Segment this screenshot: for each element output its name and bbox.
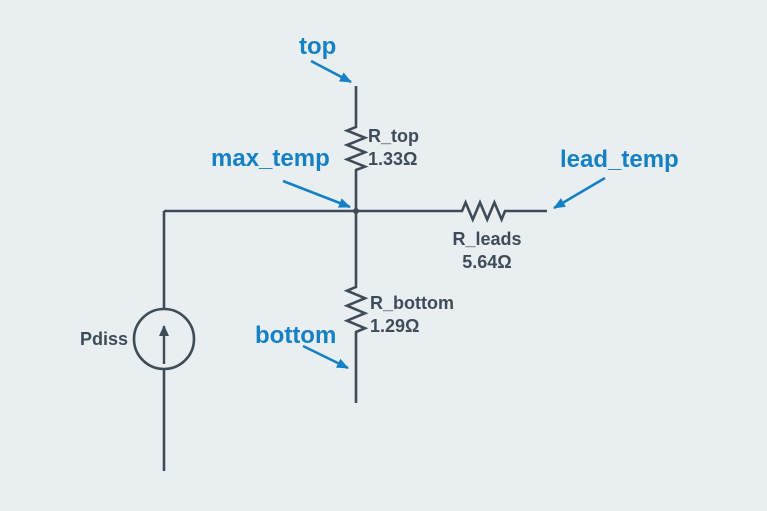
- resistor-r-top-name: R_top: [368, 126, 419, 146]
- max-temp-node-arrow: [282, 179, 351, 209]
- current-source-label: Pdiss: [80, 329, 129, 349]
- current-source-circle: [132, 307, 196, 371]
- resistor-r-bottom-labels: R_bottom 1.29Ω: [370, 292, 454, 338]
- bottom-node-arrow: [302, 344, 349, 370]
- top-node-arrow: [310, 59, 352, 84]
- resistor-r-top-labels: R_top 1.33Ω: [368, 125, 419, 171]
- node-label-top: top: [299, 33, 337, 60]
- vertical-branch-wire: [343, 86, 369, 403]
- node-label-max-temp: max_temp: [211, 145, 330, 172]
- node-label-bottom: bottom: [255, 322, 337, 349]
- junction-dot: [353, 208, 359, 214]
- resistor-r-leads-value: 5.64Ω: [462, 252, 512, 272]
- resistor-r-leads-labels: R_leads 5.64Ω: [437, 228, 537, 274]
- lead-temp-node-arrow: [553, 176, 606, 210]
- node-label-lead-temp: lead_temp: [560, 146, 679, 173]
- horizontal-branch-wire: [164, 199, 547, 223]
- resistor-r-leads-name: R_leads: [452, 229, 522, 249]
- resistor-r-top-value: 1.33Ω: [368, 149, 418, 169]
- resistor-r-bottom-name: R_bottom: [370, 293, 454, 313]
- resistor-r-bottom-value: 1.29Ω: [370, 316, 420, 336]
